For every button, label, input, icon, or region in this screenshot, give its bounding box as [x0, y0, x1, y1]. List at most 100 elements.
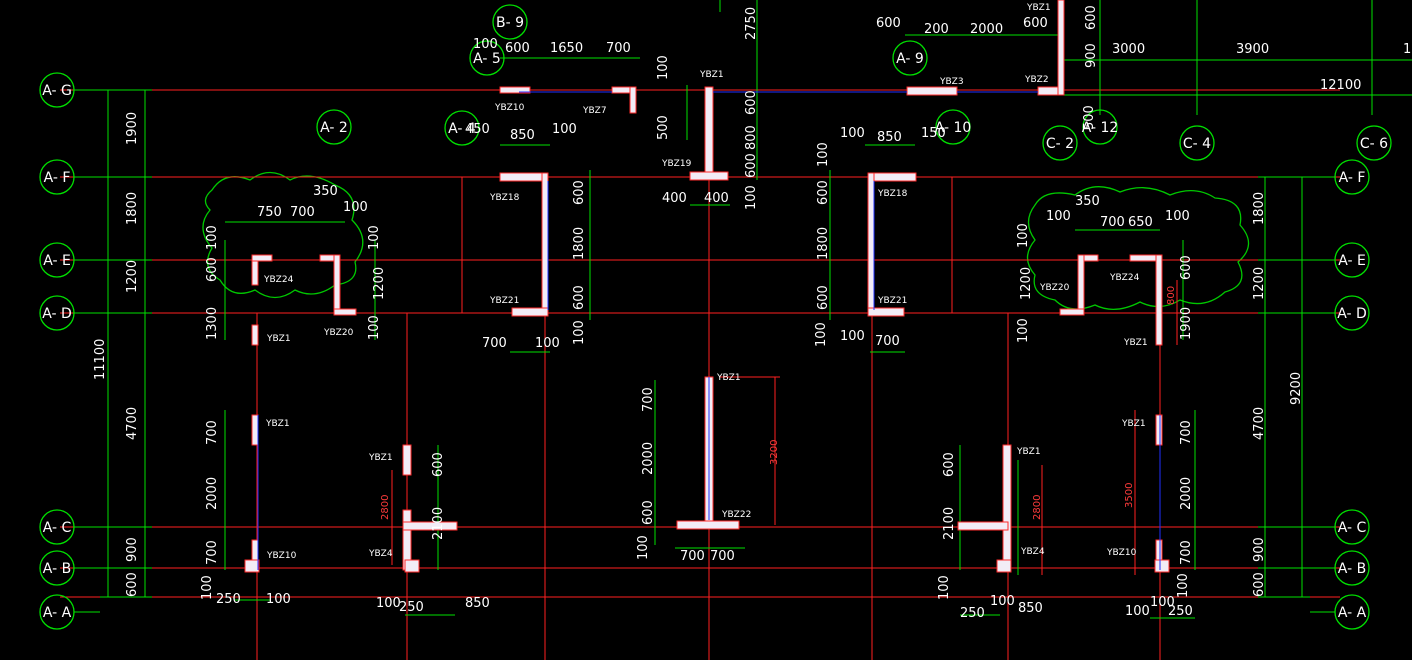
dimension-text: 100	[1016, 318, 1031, 343]
dimension-text: 100	[840, 126, 865, 141]
shear-wall-segment	[867, 172, 917, 182]
dimension-text: 250	[960, 606, 985, 621]
dimension-text: 2000	[641, 442, 656, 475]
red-dimension-text: 2800	[380, 495, 391, 520]
dimension-text: 700	[205, 420, 220, 445]
dimension-text: 1650	[550, 41, 583, 56]
dimension-text: 1900	[1179, 307, 1194, 340]
dimension-text: 500	[1082, 105, 1097, 130]
dimension-text: 4700	[1252, 407, 1267, 440]
shear-wall-segment	[404, 559, 420, 573]
grid-bubble-left: A- G	[42, 83, 72, 99]
dimension-text: 900	[1252, 537, 1267, 562]
dimension-text: 350	[313, 184, 338, 199]
grid-bubble-top: A- 9	[896, 51, 924, 67]
dimension-text: 600	[816, 180, 831, 205]
dimension-text: 12100	[1320, 78, 1361, 93]
shear-wall-segment	[629, 86, 637, 114]
dimension-text: 700	[641, 387, 656, 412]
dimension-text: 600	[641, 500, 656, 525]
dimension-text: 600	[1252, 572, 1267, 597]
shear-wall-segment	[402, 521, 458, 531]
wall-tag-label: YBZ1	[265, 419, 290, 429]
shear-wall-segment	[867, 307, 905, 317]
shear-wall-segment	[1155, 414, 1163, 446]
dimension-text: 150	[921, 126, 946, 141]
dimension-text: 600	[505, 41, 530, 56]
shear-wall-segment	[251, 414, 259, 446]
dimension-text: 100	[1176, 573, 1191, 598]
shear-wall-segment	[499, 172, 549, 182]
dimension-text: 100	[473, 37, 498, 52]
red-dimension-text: 3500	[1124, 483, 1135, 508]
shear-wall-segment	[996, 559, 1012, 573]
dimension-text: 600	[431, 452, 446, 477]
dimension-text: 1800	[1252, 192, 1267, 225]
dimension-text: 100	[744, 185, 759, 210]
dimension-text: 1800	[816, 227, 831, 260]
grid-bubble-right: A- D	[1337, 306, 1367, 322]
grid-bubble-left: A- C	[43, 520, 72, 536]
dimension-text: 900	[1084, 43, 1099, 68]
dimension-text: 600	[816, 285, 831, 310]
grid-bubble-left: A- D	[42, 306, 72, 322]
grid-bubble-left: A- A	[43, 605, 72, 621]
shear-wall-segment	[511, 307, 549, 317]
wall-tag-label: YBZ1	[266, 334, 291, 344]
dimension-text: 400	[662, 191, 687, 206]
dimension-text: 100	[937, 575, 952, 600]
dimension-text: 600	[942, 452, 957, 477]
dimension-text: 1800	[125, 192, 140, 225]
dimension-text: 700	[1179, 420, 1194, 445]
shear-wall-segment	[906, 86, 958, 96]
wall-tag-label: YBZ1	[716, 373, 741, 383]
dimension-text: 11100	[93, 339, 108, 380]
dimension-text: 450	[465, 122, 490, 137]
dimension-text: 600	[125, 572, 140, 597]
dimension-text: 700	[290, 205, 315, 220]
dimension-text: 500	[656, 115, 671, 140]
dimension-text: 900	[125, 537, 140, 562]
shear-wall-segment	[1002, 444, 1012, 566]
wall-tag-label: YBZ10	[1106, 548, 1137, 558]
dimension-text: 2000	[970, 22, 1003, 37]
dimension-text: 600	[876, 16, 901, 31]
dimension-text: 100	[1016, 223, 1031, 248]
dimension-text: 100	[1046, 209, 1071, 224]
red-dimension-text: 3200	[769, 440, 780, 465]
dimension-text: 850	[877, 130, 902, 145]
drawing-labels: A- GA- FA- EA- DA- CA- BA- AA- FA- EA- D…	[42, 3, 1412, 621]
shear-wall-segment	[541, 172, 549, 314]
grid-bubble-top-circle	[935, 109, 971, 145]
shear-wall-segment	[676, 520, 740, 530]
grid-bubble-top: A- 12	[1082, 120, 1119, 136]
dimension-text: 4700	[125, 407, 140, 440]
wall-tag-label: YBZ1	[1121, 419, 1146, 429]
grid-bubble-left: A- F	[44, 170, 71, 186]
red-dimension-text: 800	[1166, 286, 1177, 305]
dimension-text: 600	[205, 257, 220, 282]
wall-tag-label: YBZ22	[721, 510, 751, 520]
wall-tag-label: YBZ4	[368, 549, 393, 559]
wall-tag-label: YBZ2	[1024, 75, 1049, 85]
grid-bubble-right: A- E	[1338, 253, 1366, 269]
wall-tag-label: YBZ10	[494, 103, 525, 113]
dimension-text: 100	[376, 596, 401, 611]
wall-tag-label: YBZ7	[582, 106, 607, 116]
shear-wall-segment	[402, 444, 412, 476]
wall-tag-label: YBZ4	[1020, 547, 1045, 557]
dimension-text: 700	[710, 549, 735, 564]
dimension-text: 250	[1168, 604, 1193, 619]
dimension-text: 9200	[1289, 372, 1304, 405]
dimension-text: 600	[572, 285, 587, 310]
wall-tag-label: YBZ1	[699, 70, 724, 80]
wall-tag-label: YBZ24	[1109, 273, 1140, 283]
dimension-text: 100	[814, 322, 829, 347]
dimension-text: 2100	[431, 507, 446, 540]
dimension-text: 100	[990, 594, 1015, 609]
dimension-text: 100	[572, 320, 587, 345]
dimension-text: 2750	[744, 7, 759, 40]
shear-wall-segment	[333, 308, 357, 316]
grid-bubble-right: A- F	[1339, 170, 1366, 186]
